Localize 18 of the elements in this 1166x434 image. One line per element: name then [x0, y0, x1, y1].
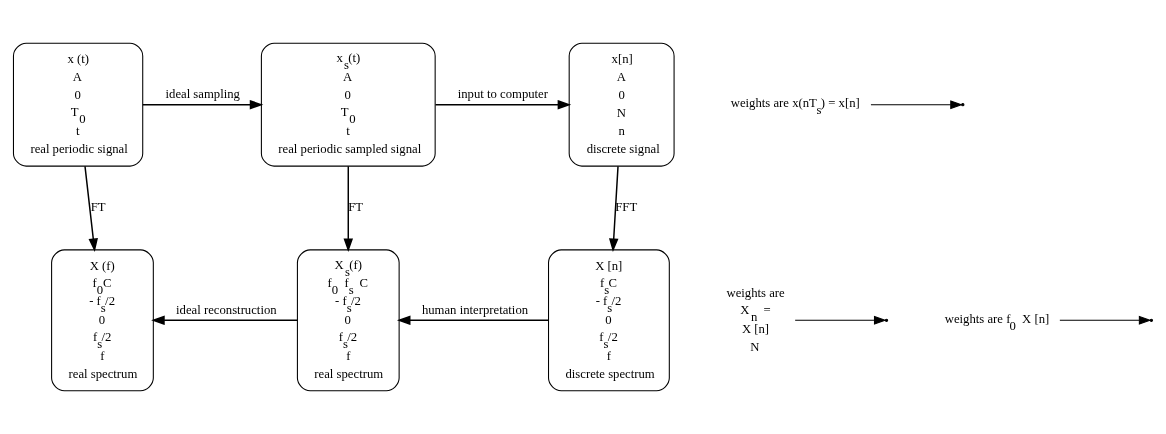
arrow [1059, 315, 1152, 325]
edge-label: FT [90, 200, 106, 215]
edge-label: FFT [615, 200, 638, 215]
edge-label: ideal reconstruction [176, 302, 277, 317]
arrow [396, 315, 549, 326]
node-box: x[n] A 0 N n discrete signal [568, 42, 675, 167]
arrow [870, 100, 963, 110]
arrow [142, 99, 264, 110]
edge-label: human interpretation [421, 302, 529, 317]
arrow [84, 165, 98, 253]
edge-label: ideal sampling [165, 86, 240, 101]
arrow [794, 315, 887, 325]
arrow [343, 165, 354, 253]
arrow [434, 99, 572, 110]
arrow [151, 315, 299, 326]
edge-label: input to computer [457, 86, 548, 101]
edge-label: FT [348, 200, 364, 215]
arrow [609, 165, 619, 253]
